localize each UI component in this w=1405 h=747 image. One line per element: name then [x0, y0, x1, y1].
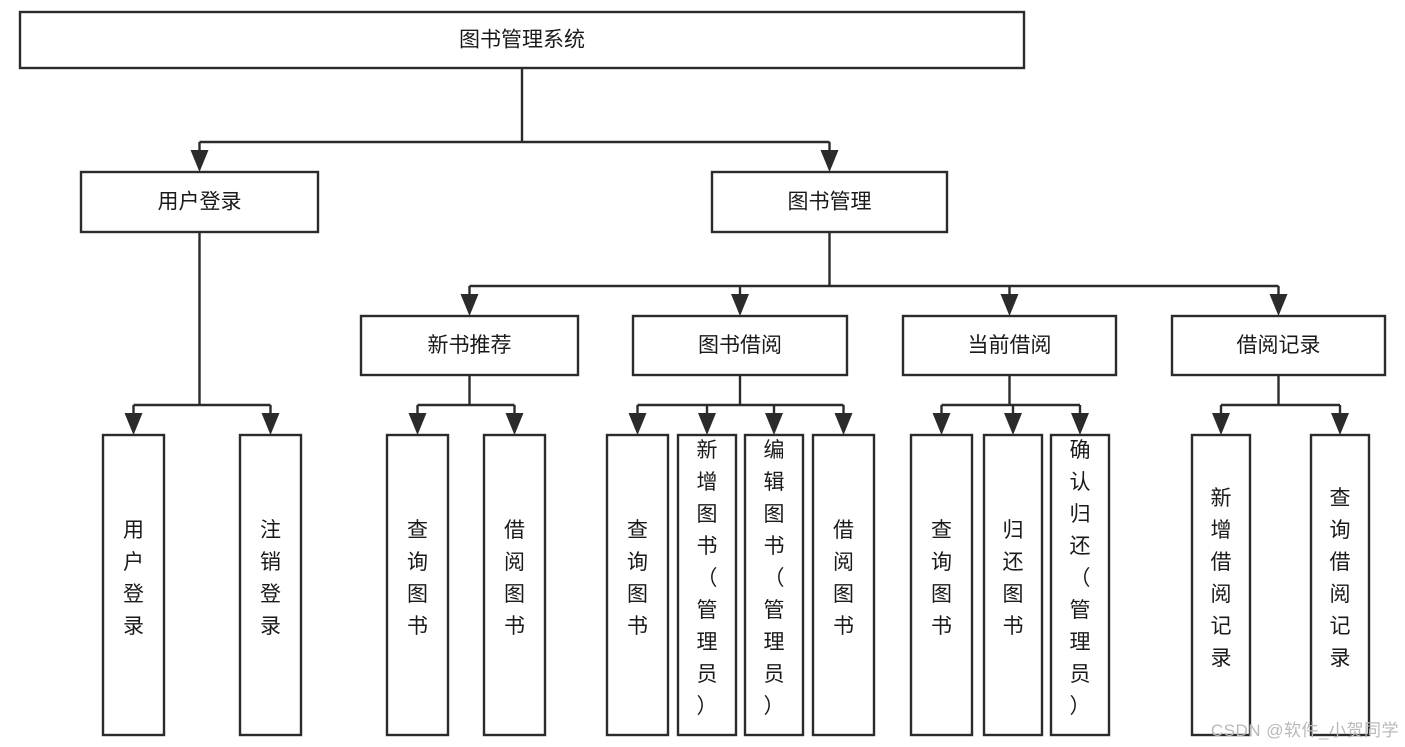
arrow-head-book-management: [820, 150, 839, 172]
node-label-book-management: 图书管理: [788, 191, 872, 214]
node-box-leaf-logout-login: [238, 433, 303, 737]
node-leaf-query-book-recommend[interactable]: 查询图书: [385, 433, 450, 737]
node-leaf-add-book-admin[interactable]: 新增图书（管理员）: [676, 433, 738, 737]
node-current-borrow[interactable]: 当前借阅: [901, 314, 1118, 377]
connector-group-current-borrow: [932, 375, 1089, 435]
node-label-leaf-add-book-admin: 新增图书（管理员）: [697, 439, 718, 718]
node-book-management[interactable]: 图书管理: [710, 170, 949, 234]
node-label-leaf-return-book: 归还图书: [1003, 519, 1024, 638]
node-new-book-recommend[interactable]: 新书推荐: [359, 314, 580, 377]
node-box-leaf-return-book: [982, 433, 1044, 737]
node-book-borrow[interactable]: 图书借阅: [631, 314, 849, 377]
node-box-root: [18, 10, 1026, 70]
node-root[interactable]: 图书管理系统: [18, 10, 1026, 70]
node-label-current-borrow: 当前借阅: [968, 334, 1052, 357]
node-box-leaf-borrow-book-recommend: [482, 433, 547, 737]
node-box-leaf-borrow-book: [811, 433, 876, 737]
arrow-head-user-login: [190, 150, 209, 172]
node-box-leaf-query-book-borrow: [605, 433, 670, 737]
node-box-leaf-edit-book-admin: [743, 433, 805, 737]
node-leaf-return-book[interactable]: 归还图书: [982, 433, 1044, 737]
node-label-leaf-query-book-current: 查询图书: [931, 519, 952, 638]
node-leaf-query-book-borrow[interactable]: 查询图书: [605, 433, 670, 737]
arrow-head-leaf-logout-login: [261, 413, 280, 435]
arrow-head-leaf-user-login: [124, 413, 143, 435]
connector-group-user-login: [124, 232, 280, 435]
node-label-leaf-confirm-return-admin: 确认归还（管理员）: [1070, 439, 1091, 718]
arrow-head-leaf-borrow-book-recommend: [505, 413, 524, 435]
node-box-leaf-confirm-return-admin: [1049, 433, 1111, 737]
arrow-head-leaf-query-book-recommend: [408, 413, 427, 435]
arrow-head-leaf-add-borrow-record: [1212, 413, 1230, 435]
arrow-head-new-book-recommend: [460, 294, 479, 316]
node-box-user-login: [79, 170, 320, 234]
connector-group-book-borrow: [628, 375, 853, 435]
node-label-book-borrow: 图书借阅: [698, 334, 782, 357]
node-user-login[interactable]: 用户登录: [79, 170, 320, 234]
node-label-leaf-borrow-book-recommend: 借阅图书: [504, 519, 525, 638]
arrow-head-book-borrow: [731, 294, 749, 316]
node-leaf-borrow-book-recommend[interactable]: 借阅图书: [482, 433, 547, 737]
node-leaf-edit-book-admin[interactable]: 编辑图书（管理员）: [743, 433, 805, 737]
node-box-book-borrow: [631, 314, 849, 377]
arrow-head-leaf-query-book-borrow: [628, 413, 647, 435]
connector-group-root: [190, 68, 839, 172]
node-box-leaf-add-book-admin: [676, 433, 738, 737]
node-leaf-confirm-return-admin[interactable]: 确认归还（管理员）: [1049, 433, 1111, 737]
node-label-leaf-query-book-borrow: 查询图书: [627, 519, 648, 638]
node-leaf-user-login[interactable]: 用户登录: [101, 433, 166, 737]
arrow-head-leaf-query-book-current: [932, 413, 951, 435]
node-box-current-borrow: [901, 314, 1118, 377]
node-leaf-query-book-current[interactable]: 查询图书: [909, 433, 974, 737]
arrow-head-leaf-confirm-return-admin: [1071, 413, 1089, 435]
node-leaf-query-borrow-record[interactable]: 查询借阅记录: [1309, 433, 1371, 737]
node-label-leaf-query-book-recommend: 查询图书: [407, 519, 428, 638]
node-leaf-logout-login[interactable]: 注销登录: [238, 433, 303, 737]
node-leaf-borrow-book[interactable]: 借阅图书: [811, 433, 876, 737]
connectors-layer: [124, 68, 1349, 435]
watermark-label: CSDN @软件_小贺同学: [1210, 721, 1399, 740]
node-label-user-login: 用户登录: [158, 191, 242, 214]
node-label-leaf-user-login: 用户登录: [123, 519, 144, 638]
node-label-root: 图书管理系统: [459, 29, 585, 52]
node-label-leaf-query-borrow-record: 查询借阅记录: [1330, 487, 1351, 670]
node-label-leaf-logout-login: 注销登录: [260, 519, 281, 638]
connector-group-new-book-recommend: [408, 375, 524, 435]
arrow-head-leaf-add-book-admin: [698, 413, 716, 435]
arrow-head-leaf-query-borrow-record: [1331, 413, 1349, 435]
node-label-leaf-borrow-book: 借阅图书: [833, 519, 854, 638]
node-label-new-book-recommend: 新书推荐: [428, 334, 512, 357]
node-leaf-add-borrow-record[interactable]: 新增借阅记录: [1190, 433, 1252, 737]
node-box-new-book-recommend: [359, 314, 580, 377]
arrow-head-leaf-borrow-book: [834, 413, 853, 435]
node-borrow-record[interactable]: 借阅记录: [1170, 314, 1387, 377]
node-box-leaf-query-borrow-record: [1309, 433, 1371, 737]
node-label-borrow-record: 借阅记录: [1237, 334, 1321, 357]
arrow-head-current-borrow: [1000, 294, 1019, 316]
node-box-book-management: [710, 170, 949, 234]
node-box-leaf-add-borrow-record: [1190, 433, 1252, 737]
nodes-layer: 图书管理系统用户登录图书管理新书推荐图书借阅当前借阅借阅记录用户登录注销登录查询…: [18, 10, 1387, 737]
arrow-head-borrow-record: [1269, 294, 1288, 316]
connector-group-book-management: [460, 232, 1288, 316]
connector-group-borrow-record: [1212, 375, 1349, 435]
arrow-head-leaf-return-book: [1004, 413, 1022, 435]
node-label-leaf-add-borrow-record: 新增借阅记录: [1211, 487, 1232, 670]
arrow-head-leaf-edit-book-admin: [765, 413, 783, 435]
node-box-leaf-query-book-recommend: [385, 433, 450, 737]
node-box-leaf-query-book-current: [909, 433, 974, 737]
node-box-borrow-record: [1170, 314, 1387, 377]
node-label-leaf-edit-book-admin: 编辑图书（管理员）: [764, 439, 785, 718]
node-box-leaf-user-login: [101, 433, 166, 737]
